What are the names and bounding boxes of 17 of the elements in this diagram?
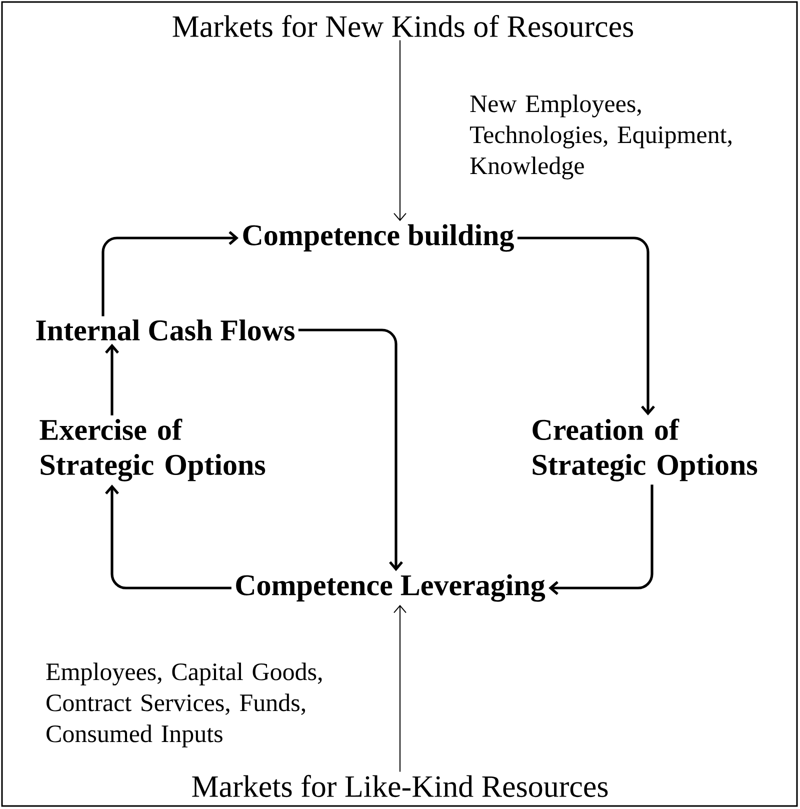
stage-label: Internal Cash Flows [36,319,294,341]
edge-label: New Employees, Technologies, Equipment, Knowledge [470,94,732,180]
arrow [105,344,119,416]
stage-label: Competence building [243,224,514,252]
stage-label: Competence Leveraging [236,574,546,602]
market-label: Markets for Like-Kind Resources [192,774,608,798]
stage-label: Creation of Strategic Options [532,418,758,482]
arrow [394,604,406,772]
arrow [394,40,406,222]
stage-label: Exercise of Strategic Options [40,418,266,482]
market-label: Markets for New Kinds of Resources [172,14,634,38]
arrow [102,231,239,316]
arrow [517,236,655,416]
arrow [548,484,654,595]
edge-label: Employees, Capital Goods, Contract Services, Funds, Consumed Inputs [46,662,322,748]
arrow [298,328,403,572]
arrow [105,484,232,590]
